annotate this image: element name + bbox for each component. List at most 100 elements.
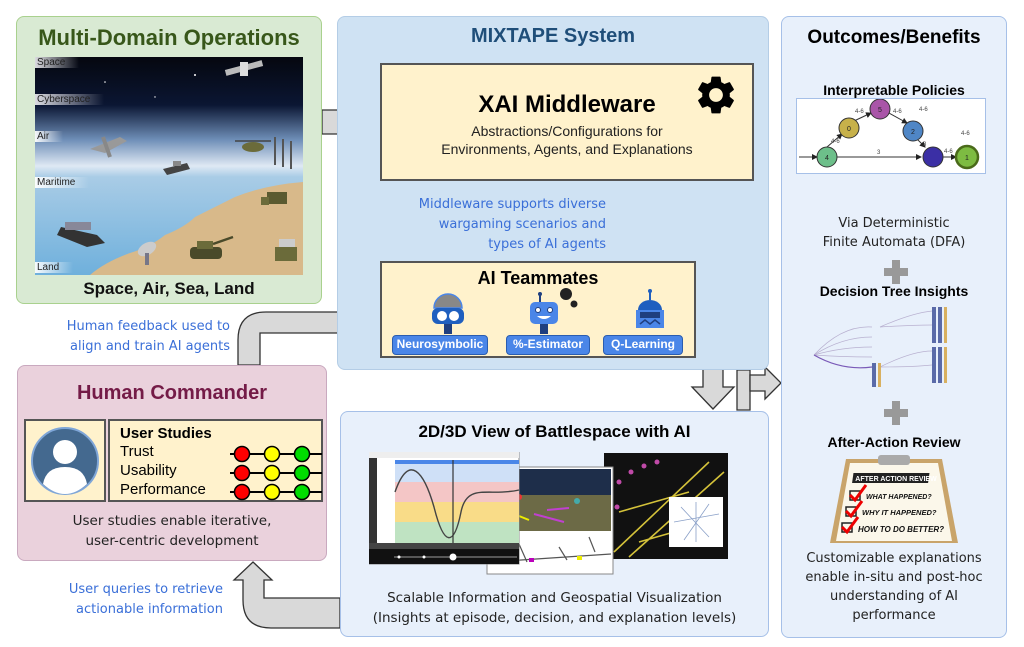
- human-feedback-note: Human feedback used to align and train A…: [20, 317, 230, 357]
- arrow-view-to-human: [232, 561, 341, 629]
- xai-subtitle-line-2: Environments, Agents, and Explanations: [441, 141, 693, 157]
- dfa-node-4: [816, 146, 838, 168]
- domain-label-air: Air: [35, 131, 64, 142]
- fighter-jet-icon: [90, 136, 127, 158]
- dfa-node-1: [954, 144, 980, 170]
- view-caption-line-1: Scalable Information and Geospatial Visu…: [387, 590, 722, 606]
- dfa-node-label: 2: [911, 129, 915, 136]
- outcomes-title: Outcomes/Benefits: [807, 27, 981, 48]
- avatar-box: [24, 419, 106, 502]
- carrier-icon: [57, 222, 105, 247]
- dfa-node-label: 4: [825, 155, 829, 162]
- robot-icon: [636, 289, 664, 328]
- user-queries-note: User queries to retrieve actionable info…: [20, 580, 223, 620]
- study-row-usability: Usability: [120, 462, 177, 479]
- xai-subtitle: Abstractions/Configurations for Environm…: [382, 122, 752, 158]
- domain-label-space: Space: [35, 57, 80, 68]
- view-caption: Scalable Information and Geospatial Visu…: [341, 588, 768, 628]
- dfa-graph: 4 0 5 2 1 4-6 4-6 4-6 4-6 3 3 4-6 4-6: [799, 98, 980, 170]
- feedback-note-line: Human feedback used to: [66, 319, 230, 334]
- queries-note-line: User queries to retrieve: [68, 582, 223, 597]
- dfa-caption-line-1: Via Deterministic: [838, 216, 950, 231]
- check-icon: [848, 484, 868, 503]
- brain-robot-icon: [432, 293, 464, 334]
- human-commander-caption: User studies enable iterative, user-cent…: [18, 511, 326, 551]
- dfa-edge-label: 3: [877, 150, 881, 156]
- view-title: 2D/3D View of Battlespace with AI: [418, 422, 691, 441]
- mdo-caption: Space, Air, Sea, Land: [83, 279, 255, 298]
- dfa-node-5: [869, 98, 891, 120]
- dfa-edge-label: 4-6: [961, 131, 970, 137]
- mixtape-title: MIXTAPE System: [470, 25, 636, 47]
- dfa-edge-label: 3: [923, 142, 927, 148]
- feedback-note-line: align and train AI agents: [70, 339, 230, 354]
- decision-tree-illustration: [813, 307, 947, 387]
- battlefield-scene: [35, 57, 303, 275]
- truck-icon: [261, 192, 287, 205]
- human-caption-line-1: User studies enable iterative,: [72, 513, 272, 529]
- human-commander-title: Human Commander: [76, 382, 268, 404]
- after-action-review-heading: After-Action Review: [827, 434, 961, 450]
- aar-item: WHAT HAPPENED?: [866, 494, 932, 501]
- battlespace-view-panel: 2D/3D View of Battlespace with AI: [340, 411, 769, 637]
- agent-q-learning: Q-Learning: [603, 335, 683, 355]
- dfa-edge-label: 4-6: [855, 109, 864, 115]
- study-row-trust: Trust: [120, 443, 154, 460]
- dfa-diagram: 4 0 5 2 1 4-6 4-6 4-6 4-6 3 3 4-6 4-6: [796, 98, 986, 174]
- dfa-node-3: [922, 146, 944, 168]
- traffic-light-scale: [230, 445, 322, 463]
- decision-tree-heading: Decision Tree Insights: [819, 283, 969, 299]
- plus-icon: [884, 260, 908, 284]
- arrow-to-outcomes: [736, 369, 751, 411]
- clipboard-title: AFTER ACTION REVIEW: [855, 476, 937, 483]
- warship-icon: [163, 161, 190, 175]
- radio-tower-icon: [274, 137, 292, 169]
- dfa-edge-label: 4-6: [893, 109, 902, 115]
- missile-launcher-icon: [275, 239, 297, 261]
- dfa-node-label: 5: [878, 107, 882, 114]
- outcomes-benefits-panel: Outcomes/Benefits Interpretable Policies…: [781, 16, 1007, 638]
- mdo-title: Multi-Domain Operations: [38, 25, 300, 50]
- radar-dish-icon: [137, 241, 157, 265]
- gear-icon: [698, 76, 734, 114]
- study-row-performance: Performance: [120, 481, 206, 498]
- user-studies-heading: User Studies: [120, 425, 212, 442]
- check-icon: [844, 500, 864, 519]
- middleware-note: Middleware supports diverse wargaming sc…: [380, 195, 606, 255]
- interpretable-policies-heading: Interpretable Policies: [823, 82, 965, 98]
- agent-percent-estimator: %-Estimator: [506, 335, 590, 355]
- xai-title: XAI Middleware: [478, 91, 656, 118]
- dfa-node-label: 0: [847, 126, 851, 133]
- aar-item: HOW TO DO BETTER?: [858, 525, 944, 534]
- agent-neurosymbolic: Neurosymbolic: [392, 335, 488, 355]
- user-studies-box: User Studies Trust Usability Performance: [108, 419, 323, 502]
- domain-label-maritime: Maritime: [35, 177, 90, 188]
- middleware-note-line: Middleware supports diverse: [418, 197, 606, 212]
- xai-subtitle-line-1: Abstractions/Configurations for: [471, 123, 663, 139]
- visualization-screenshots: [369, 452, 728, 575]
- satellite-icon: [224, 60, 264, 76]
- dfa-edge-label: 4-6: [944, 149, 953, 155]
- 3d-city-view: [604, 453, 728, 559]
- domain-label-cyberspace: Cyberspace: [35, 94, 105, 105]
- dfa-caption: Via Deterministic Finite Automata (DFA): [782, 214, 1006, 252]
- dfa-edge-label: 4-6: [831, 139, 840, 145]
- plus-icon: [884, 401, 908, 425]
- outcomes-caption-line: understanding of AI: [829, 589, 959, 604]
- aar-item: WHY IT HAPPENED?: [862, 508, 937, 517]
- outcomes-caption-line: performance: [852, 608, 936, 623]
- outcomes-caption-line: enable in-situ and post-hoc: [805, 570, 983, 585]
- arrow-to-outcomes-head: [749, 365, 782, 401]
- dfa-caption-line-2: Finite Automata (DFA): [822, 235, 966, 250]
- middleware-note-line: wargaming scenarios and: [438, 217, 606, 232]
- xai-middleware-box: XAI Middleware Abstractions/Configuratio…: [380, 63, 754, 181]
- timeline-view: [369, 452, 520, 565]
- dfa-edge-label: 4-6: [919, 107, 928, 113]
- middleware-note-line: types of AI agents: [488, 237, 606, 252]
- battlefield-illustration: Space Cyberspace Air Maritime Land: [35, 57, 303, 275]
- dfa-node-0: [838, 117, 860, 139]
- after-action-review-clipboard: AFTER ACTION REVIEW WHAT HAPPENED? WHY I…: [830, 455, 958, 543]
- human-commander-panel: Human Commander User Studies Trust Usabi…: [17, 365, 327, 561]
- outcomes-caption-line: Customizable explanations: [806, 551, 982, 566]
- view-caption-line-2: (Insights at episode, decision, and expl…: [372, 610, 737, 626]
